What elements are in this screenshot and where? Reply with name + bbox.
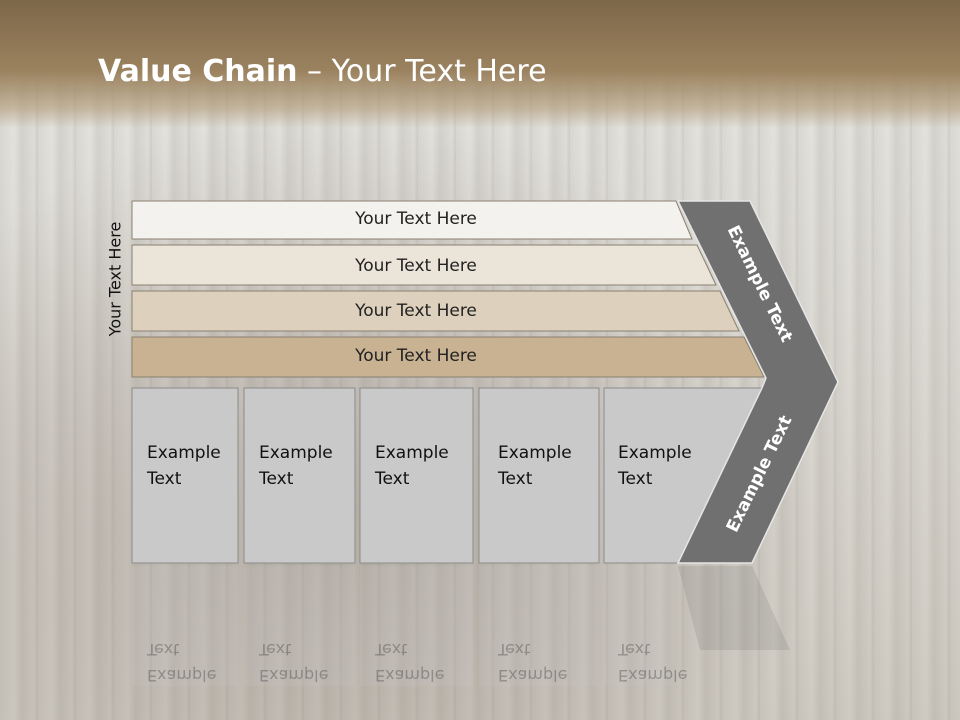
slide-title[interactable]: Value Chain – Your Text Here <box>98 54 547 89</box>
band-2-label: Your Text Here <box>355 256 477 276</box>
title-rest: – Your Text Here <box>297 54 547 89</box>
band-1[interactable] <box>131 200 693 240</box>
title-bold: Value Chain <box>98 54 298 89</box>
band-1-label: Your Text Here <box>355 209 477 229</box>
reflection <box>132 566 790 686</box>
column-2[interactable] <box>243 387 356 564</box>
chevron-arrow[interactable] <box>676 200 839 564</box>
column-3[interactable] <box>359 387 474 564</box>
band-4-label: Your Text Here <box>355 346 477 366</box>
band-3[interactable] <box>131 290 740 332</box>
column-1[interactable] <box>131 387 239 564</box>
column-4[interactable] <box>478 387 600 564</box>
band-3-label: Your Text Here <box>355 301 477 321</box>
title-bar <box>0 0 960 128</box>
band-4[interactable] <box>131 336 765 378</box>
band-2[interactable] <box>131 244 717 286</box>
